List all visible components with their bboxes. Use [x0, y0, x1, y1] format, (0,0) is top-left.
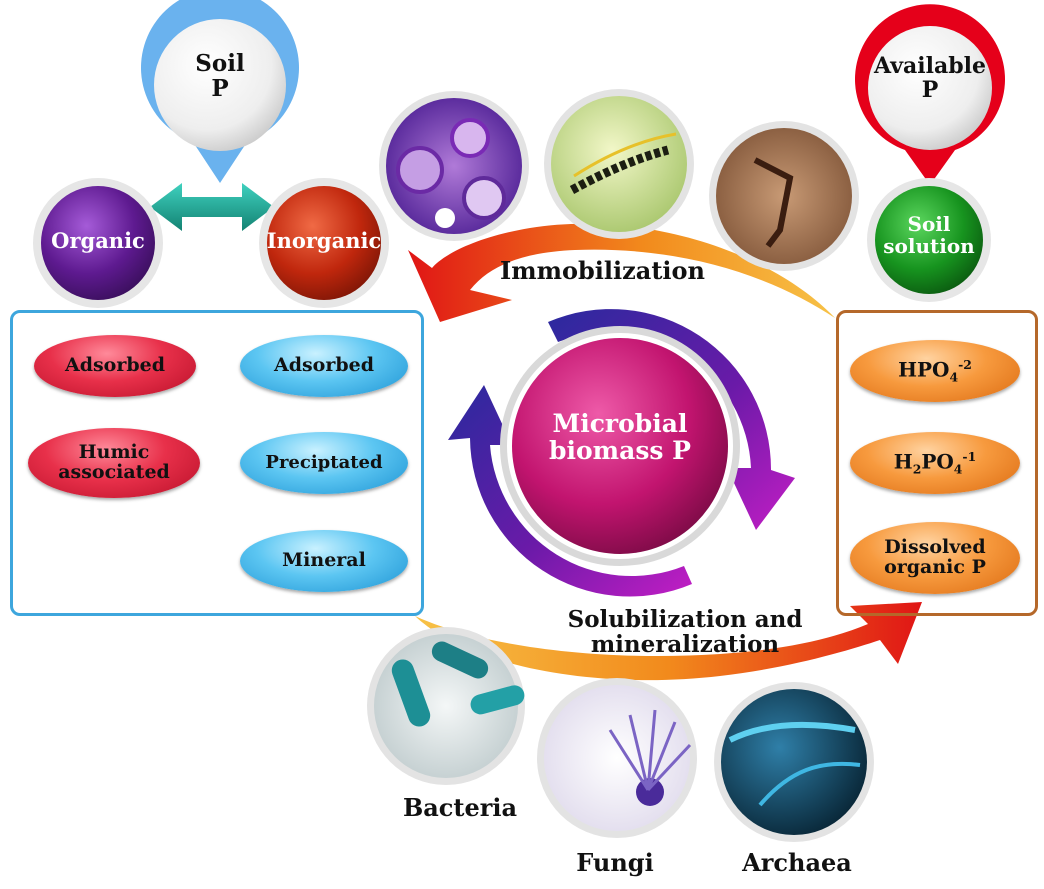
soil-solution-species-box	[836, 310, 1038, 616]
fungi-micrograph	[537, 678, 697, 838]
soil-p-label: Soil P	[195, 50, 245, 102]
inorganic-mineral-pill: Mineral	[240, 530, 408, 592]
archaea-label: Archaea	[742, 848, 852, 877]
bacteria-micrograph	[367, 627, 525, 785]
h2po4-pill: H2PO4-1	[850, 432, 1020, 494]
algae-micrograph	[544, 89, 694, 239]
brown-micrograph	[709, 121, 859, 271]
fungi-label: Fungi	[576, 848, 654, 877]
soil-solution-label: Soil solution	[883, 212, 975, 258]
inorganic-adsorbed-pill: Adsorbed	[240, 335, 408, 397]
solubilization-label: Solubilization and mineralization	[567, 606, 803, 658]
organic-humic-associated-pill: Humic associated	[28, 428, 200, 498]
h2po4-text: H2PO4-1	[893, 449, 977, 477]
double-arrow-icon	[150, 183, 274, 231]
microbial-biomass-label: Microbial biomass P	[549, 409, 691, 465]
soil-p-pin-icon	[141, 0, 299, 183]
bacteria-label: Bacteria	[402, 793, 518, 822]
archaea-micrograph	[714, 682, 874, 842]
inorganic-label: Inorganic	[266, 228, 382, 253]
immobilization-arrow-icon	[408, 223, 835, 322]
immobilization-label: Immobilization	[500, 256, 705, 285]
organic-label: Organic	[51, 228, 145, 253]
organic-circle	[33, 178, 163, 308]
hpo4-pill: HPO4-2	[850, 340, 1020, 402]
available-p-pin-icon	[854, 4, 1005, 185]
organic-inorganic-pools-box	[10, 310, 424, 616]
hpo4-text: HPO4-2	[898, 357, 972, 385]
solubilization-arrow-icon	[415, 602, 922, 681]
pollen-micrograph	[379, 91, 529, 241]
dissolved-organic-p-pill: Dissolved organic P	[850, 522, 1020, 594]
microbial-biomass-circle	[500, 326, 740, 566]
inorganic-precipitated-pill: Preciptated	[240, 432, 408, 494]
available-p-label: Available P	[874, 53, 986, 103]
organic-adsorbed-pill: Adsorbed	[34, 335, 196, 397]
inorganic-circle	[259, 178, 389, 308]
soil-solution-circle	[867, 178, 991, 302]
